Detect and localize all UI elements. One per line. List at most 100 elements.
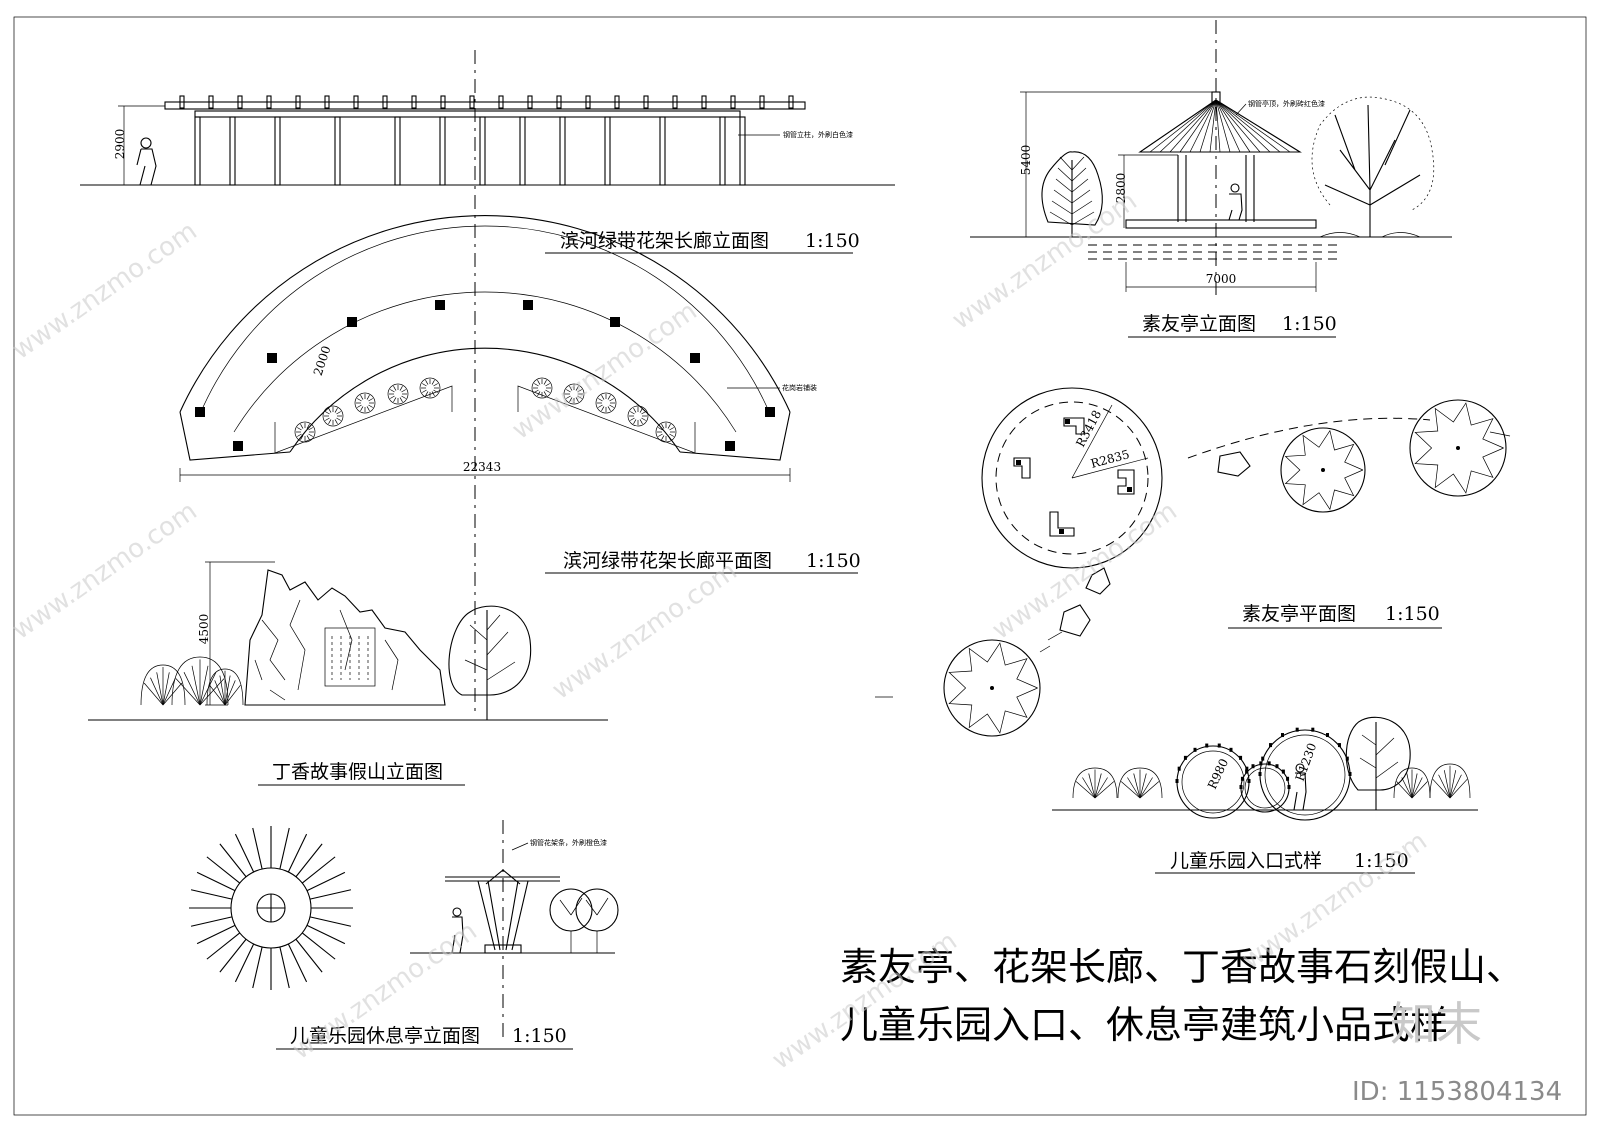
conifer-tree xyxy=(1041,151,1103,237)
suyou-width-dim: 7000 xyxy=(1206,272,1237,286)
suyou-pavilion-elevation: 5400 2800 7000 钢管亭顶，外刷砖红色漆 素友亭立面图 1:150 xyxy=(970,20,1452,338)
canopy-ray xyxy=(234,833,255,873)
l-shaped-benches xyxy=(1013,417,1135,537)
plan-column xyxy=(610,317,620,327)
rockery-height-dim: 4500 xyxy=(197,614,211,645)
roof-rib xyxy=(1189,99,1217,153)
path-curve xyxy=(1187,417,1431,459)
corridor-plan-note: 花岗岩铺装 xyxy=(782,383,817,392)
rafter xyxy=(527,95,533,109)
plan-column xyxy=(435,300,445,310)
ring-knob xyxy=(1239,755,1243,760)
large-deciduous-tree xyxy=(1311,96,1435,238)
tree-pit xyxy=(354,392,376,414)
watermark-url: www.znzmo.com xyxy=(7,216,203,366)
spiky-tree xyxy=(1409,399,1507,497)
stepping-stones xyxy=(1059,451,1251,637)
canopy-ray xyxy=(206,932,241,960)
spiky-tree xyxy=(943,639,1041,737)
canopy-ray xyxy=(287,943,308,983)
canopy-ray xyxy=(287,833,308,873)
round-tree xyxy=(1345,716,1411,810)
suyou-elevation-title: 素友亭立面图 xyxy=(1142,313,1256,335)
roof-rib xyxy=(1215,99,1231,153)
ring-knob xyxy=(1177,766,1181,771)
roof-rib xyxy=(1215,99,1241,153)
ring-radius-right: R1230 xyxy=(1293,741,1320,783)
roof-rib xyxy=(1215,99,1251,153)
canopy-ray xyxy=(190,889,233,900)
ring-knob xyxy=(1287,785,1291,789)
person-figure xyxy=(136,137,157,186)
ring-knob xyxy=(1337,743,1341,748)
corridor-plan-scale: 1:150 xyxy=(806,550,861,572)
tree-pit xyxy=(387,383,409,405)
sheet-title-line-1: 素友亭、花架长廊、丁香故事石刻假山、 xyxy=(840,945,1524,989)
ring-knob xyxy=(1348,772,1352,776)
entrance-scale: 1:150 xyxy=(1354,850,1409,872)
corridor-column xyxy=(659,116,666,186)
ring-knob xyxy=(1258,772,1262,776)
ring-knob xyxy=(1275,764,1279,769)
bare-shrub xyxy=(1072,767,1118,799)
corridor-lower-beam xyxy=(194,110,741,118)
ring-knob xyxy=(1281,769,1285,774)
inscription-stone xyxy=(324,627,376,687)
plan-column xyxy=(347,317,357,327)
roof-rib xyxy=(1159,99,1217,153)
ring-knob xyxy=(1286,776,1290,781)
sheet-border xyxy=(13,16,1587,1116)
canopy-ray xyxy=(309,916,352,927)
plan-radius-inner: R2835 xyxy=(1089,447,1131,471)
entrance-title: 儿童乐园入口式样 xyxy=(1170,850,1322,872)
plan-outer-arc xyxy=(179,215,791,413)
ring-knob xyxy=(1175,779,1179,783)
plan-column xyxy=(765,407,775,417)
roof-rib xyxy=(1215,99,1301,153)
ring-knob xyxy=(1217,743,1221,748)
rafter xyxy=(382,95,388,109)
plan-inner-circle xyxy=(995,401,1149,555)
corridor-rafters xyxy=(179,95,794,186)
corridor-column xyxy=(559,116,566,186)
corridor-elevation-title: 滨河绿带花架长廊立面图 xyxy=(560,230,769,252)
bare-shrub xyxy=(206,668,244,706)
watermark-url: www.znzmo.com xyxy=(947,186,1143,336)
roof-rib xyxy=(1215,99,1281,153)
rafter xyxy=(469,95,475,109)
ring-knob xyxy=(1261,756,1265,761)
ring-knob xyxy=(1205,743,1209,748)
rafter xyxy=(701,95,707,109)
corridor-column xyxy=(334,116,341,186)
person-figure xyxy=(1228,183,1243,221)
ring-knob xyxy=(1229,747,1233,752)
canopy-ray xyxy=(279,827,290,870)
roof-rib xyxy=(1215,99,1291,153)
canopy-ray xyxy=(252,946,263,989)
corridor-elevation-note: 钢管立柱，外刷白色漆 xyxy=(783,130,853,139)
watermark-id-label: ID: 1153804134 xyxy=(1352,1077,1562,1107)
rest-pavilion-scale: 1:150 xyxy=(512,1025,567,1047)
tree-pit xyxy=(627,405,649,427)
watermark-url: www.znzmo.com xyxy=(507,296,703,446)
suyou-elevation-scale: 1:150 xyxy=(1282,313,1337,335)
tree-pit xyxy=(531,377,553,399)
rafter xyxy=(237,95,243,109)
plan-column xyxy=(523,300,533,310)
canopy-ray xyxy=(219,843,247,878)
canopy-ray xyxy=(206,856,241,884)
pavilion-note: 钢管花架条，外刷橙色漆 xyxy=(530,838,607,847)
rest-pavilion: 钢管花架条，外刷橙色漆 儿童乐园休息亭立面图 1:150 xyxy=(189,820,619,1050)
shrub-pair xyxy=(549,888,619,953)
canopy-ray xyxy=(234,943,255,983)
rafter xyxy=(353,95,359,109)
corridor-plan-title: 滨河绿带花架长廊平面图 xyxy=(563,550,772,572)
canopy-ray xyxy=(301,932,336,960)
canopy-ray xyxy=(295,938,323,973)
rafter xyxy=(672,95,678,109)
rafter xyxy=(440,95,446,109)
roof-finial xyxy=(1211,91,1221,105)
rafter xyxy=(411,95,417,109)
corridor-elevation-scale: 1:150 xyxy=(805,230,860,252)
rest-pavilion-title: 儿童乐园休息亭立面图 xyxy=(290,1025,480,1047)
